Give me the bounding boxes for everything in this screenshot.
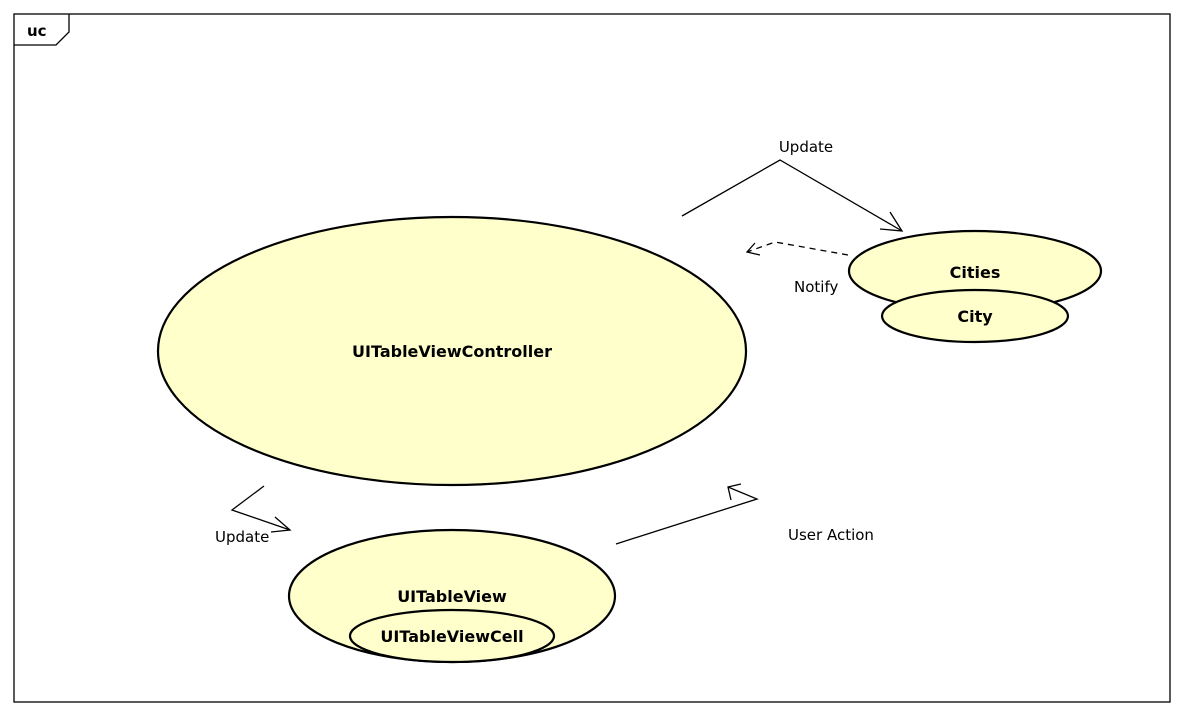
usecase-city-shape [880,288,1070,344]
usecase-controller-label: UITableViewController [352,342,552,361]
edge-notify-label: Notify [794,278,838,296]
edge-update-view-line [230,485,291,531]
edge-notify-line [746,241,849,256]
usecase-controller-shape [156,215,748,487]
edge-user-action[interactable]: User Action [615,483,874,545]
usecase-tableviewcell-shape [348,608,556,664]
usecase-uitableviewcell[interactable]: UITableViewCell [348,608,556,664]
frame-tab [14,14,70,46]
usecase-tableviewcell-label: UITableViewCell [380,627,523,646]
edge-notify[interactable]: Notify [745,241,849,296]
usecase-uitableviewcontroller[interactable]: UITableViewController [156,215,748,487]
edge-user-action-arrowhead [727,483,742,501]
edge-update-model-line [681,159,903,232]
frame-label: uc [27,22,47,40]
edge-update-model[interactable]: Update [681,138,904,232]
edge-update-view-label: Update [215,528,269,546]
usecase-city[interactable]: City [880,288,1070,344]
edge-update-model-arrowhead [879,211,904,232]
edge-user-action-label: User Action [788,526,874,544]
edge-update-view[interactable]: Update [215,485,292,546]
edge-update-model-label: Update [779,138,833,156]
usecase-cities-label: Cities [950,263,1001,282]
edge-update-view-arrowhead [270,516,292,533]
usecase-tableview-label: UITableView [397,587,507,606]
edge-user-action-line [615,486,759,545]
usecase-city-label: City [957,307,993,326]
edge-notify-arrowhead [745,242,761,256]
